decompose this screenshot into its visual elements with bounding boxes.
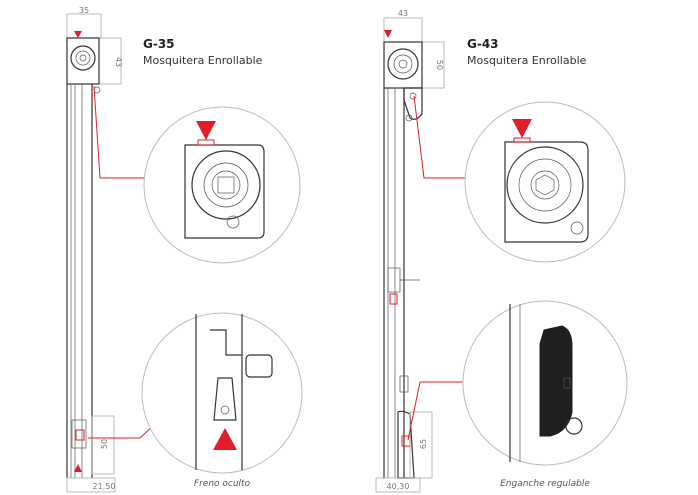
dim-box-top-width [66,13,102,39]
dim-box-bottom-height [91,415,115,475]
zoom-top-g35 [143,106,301,264]
head-box [383,41,423,89]
hook-clip [399,375,409,393]
dim-bottom-width: 40,30 [387,482,410,491]
zoom-roller-outer [191,150,261,220]
bottom-highlight [75,429,85,441]
roller-mid [393,54,413,74]
roller-core [398,59,408,69]
zoom-bottom-g43 [462,300,628,466]
zoom-roller-mid [203,162,249,208]
zoom-knob [245,354,273,378]
side-bracket [403,87,423,120]
screw-head [93,86,101,94]
zoom-red-brush [196,121,216,140]
handle-highlight [389,293,398,305]
caption: Freno oculto [194,479,251,489]
dim-width-top: 43 [398,9,408,18]
zoom-circle [141,312,303,474]
roller-mid [75,50,91,66]
zoom-roller-outer [506,146,584,224]
screw-head-2 [405,114,413,122]
zoom-hook-profile [539,325,573,437]
dim-bottom-height: 50 [100,439,109,449]
dim-bottom-width: 21,50 [93,482,116,491]
zoom-brake [213,377,237,421]
zoom-roller-square [217,176,235,194]
caption: Enganche regulable [500,479,590,489]
zoom-hook-tab [563,377,571,389]
model-code: G-35 [143,37,175,51]
dim-box-bottom-height [409,411,433,479]
roller-core [79,54,87,62]
zoom-housing [184,144,265,239]
model-name: Mosquitera Enrollable [143,54,263,67]
dim-width-top: 35 [79,6,89,15]
zoom-red-slot [513,137,531,143]
roller-outer [387,48,419,80]
zoom-screw [565,417,583,435]
zoom-red-brush [512,119,532,138]
zoom-screw [226,215,240,229]
zoom-bracket [210,329,242,356]
head-box [66,37,100,85]
zoom-roller-inner [530,170,560,200]
bottom-hook [397,410,415,479]
handle-clip [387,267,401,293]
dim-box-bottom-width [66,477,116,493]
screw-head [409,92,417,100]
zoom-bottom-g35 [141,312,303,474]
red-brush-top [74,31,82,38]
dim-height-top: 50 [435,60,444,70]
zoom-circle [464,101,626,263]
zoom-red-brush [213,428,237,450]
zoom-circle [143,106,301,264]
zoom-roller-mid [518,158,572,212]
model-name: Mosquitera Enrollable [467,54,587,67]
zoom-red-slot [197,139,215,146]
dim-height-top: 43 [114,57,123,67]
zoom-screw [570,221,584,235]
model-g35: 35 43 50 21,50 G-35 Mosquitera Enrollabl… [66,6,303,493]
zoom-brake-pin [220,405,230,415]
zoom-housing [504,141,589,243]
red-brush-bottom [74,464,82,472]
model-code: G-43 [467,37,499,51]
bottom-bar [71,419,87,449]
zoom-roller-inner [211,170,241,200]
dim-box-bottom-width [375,477,421,493]
red-brush-top [384,30,392,38]
zoom-roller-hex [535,174,555,196]
zoom-top-g43 [464,101,626,263]
model-g43: 43 50 65 40,30 G-43 Mosquitera Enrollabl… [375,9,628,493]
dim-bottom-height: 65 [419,439,428,449]
roller-outer [70,45,96,71]
